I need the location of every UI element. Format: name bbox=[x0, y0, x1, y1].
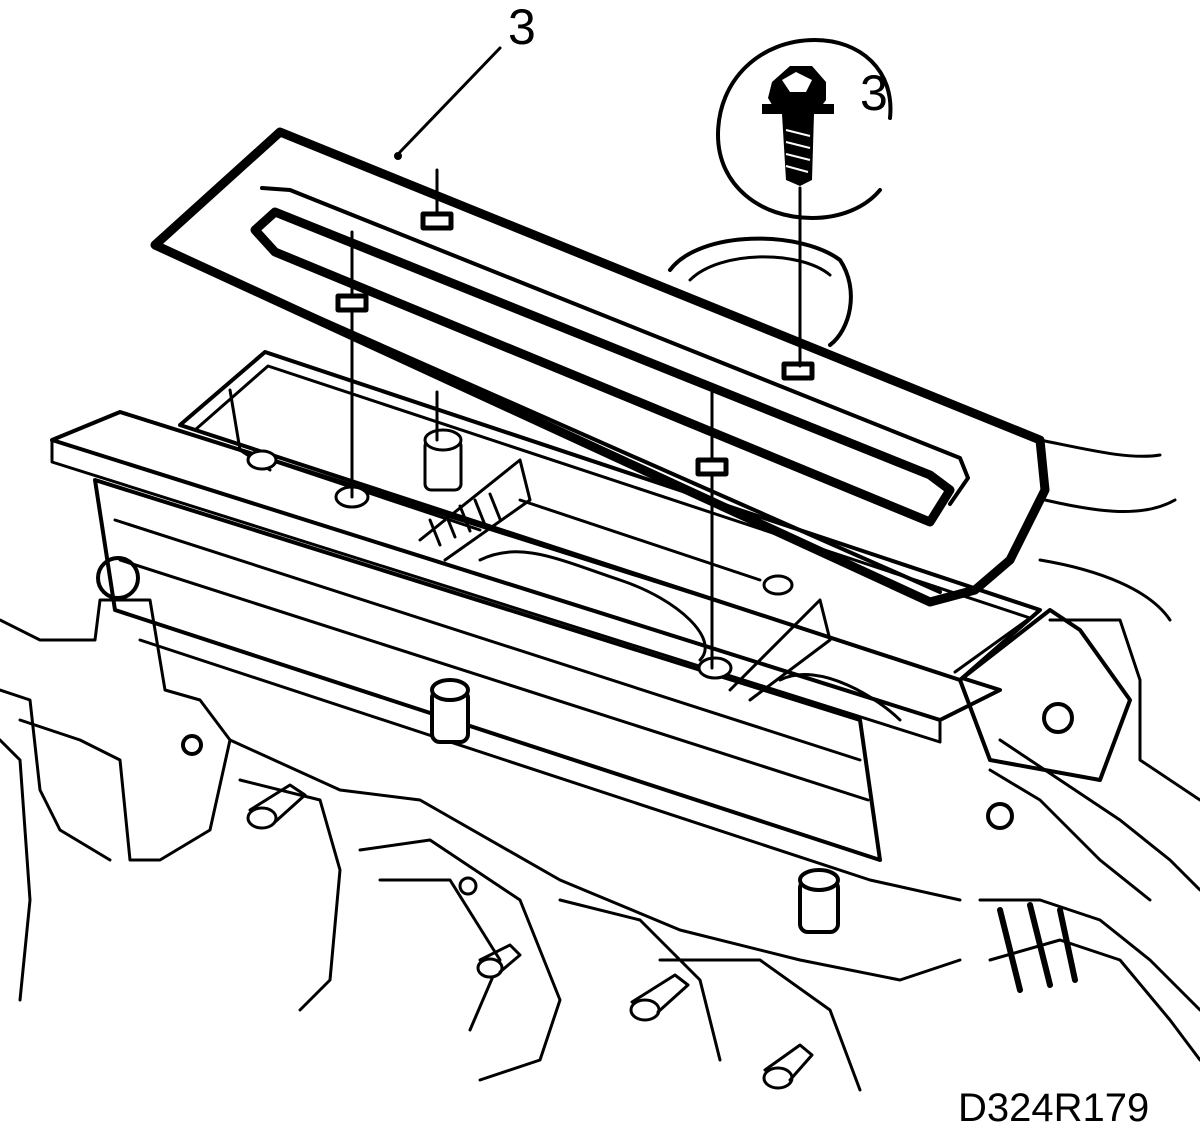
intake-manifold bbox=[50, 350, 1132, 934]
gasket-outline bbox=[150, 127, 1050, 607]
nut-markers bbox=[335, 168, 815, 670]
bolt-detail bbox=[716, 38, 893, 368]
callout-gasket-3: 3 bbox=[508, 0, 536, 55]
gasket-leader bbox=[394, 46, 502, 160]
engine-block-background bbox=[0, 556, 1200, 1092]
figure-code: D324R179 bbox=[958, 1086, 1150, 1130]
callout-bolt-3: 3 bbox=[860, 65, 888, 121]
bolt-icon bbox=[762, 66, 834, 186]
air-hose bbox=[668, 236, 1177, 622]
stud-bolts bbox=[246, 783, 814, 1090]
